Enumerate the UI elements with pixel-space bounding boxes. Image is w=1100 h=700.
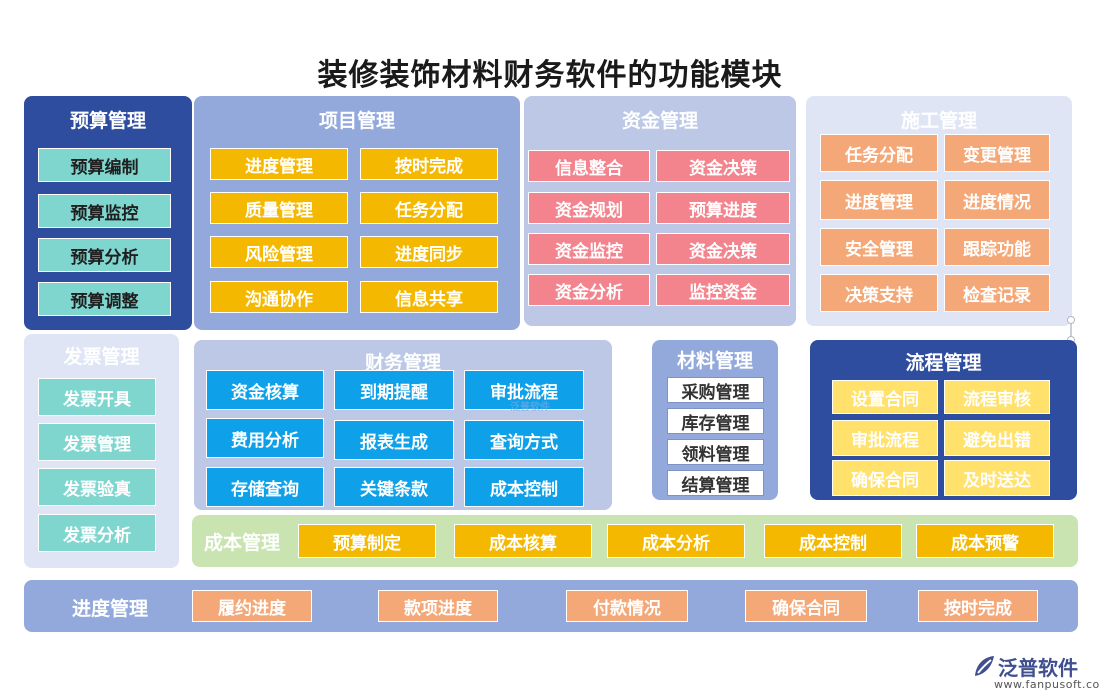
cost-item-2: 成本核算 (454, 524, 592, 558)
project-item-4: 任务分配 (360, 192, 498, 224)
finance-item-3: 审批流程 (464, 370, 584, 410)
construction-item-4: 进度情况 (944, 180, 1050, 220)
process-item-3: 审批流程 (832, 420, 938, 456)
process-item-2: 流程审核 (944, 380, 1050, 414)
finance-item-1: 资金核算 (206, 370, 324, 410)
funds-item-8: 监控资金 (656, 274, 790, 306)
logo-leaf-icon (975, 656, 994, 676)
construction-item-5: 安全管理 (820, 228, 938, 266)
construction-panel-title: 施工管理 (900, 110, 977, 132)
process-panel-title: 流程管理 (905, 352, 982, 374)
material-item-4: 结算管理 (667, 470, 764, 496)
watermark: 泛普软件 (510, 402, 550, 413)
finance-item-9: 成本控制 (464, 467, 584, 507)
progress-item-1: 履约进度 (192, 590, 312, 622)
process-item-5: 确保合同 (832, 460, 938, 496)
project-panel-title: 项目管理 (318, 110, 395, 132)
finance-item-4: 费用分析 (206, 418, 324, 458)
material-panel-title: 材料管理 (676, 350, 753, 372)
project-item-7: 沟通协作 (210, 281, 348, 313)
invoice-item-1: 发票开具 (38, 378, 156, 416)
funds-item-3: 资金规划 (528, 192, 650, 224)
invoice-item-2: 发票管理 (38, 423, 156, 461)
budget-item-2: 预算监控 (38, 194, 171, 228)
finance-item-8: 关键条款 (334, 467, 454, 507)
project-item-8: 信息共享 (360, 281, 498, 313)
cost-item-4: 成本控制 (764, 524, 902, 558)
material-item-3: 领料管理 (667, 439, 764, 465)
finance-item-6: 查询方式 (464, 420, 584, 460)
logo-name: 泛普软件 (998, 656, 1078, 680)
process-item-6: 及时送达 (944, 460, 1050, 496)
cost-item-3: 成本分析 (607, 524, 745, 558)
finance-item-7: 存储查询 (206, 467, 324, 507)
invoice-item-4: 发票分析 (38, 514, 156, 552)
process-item-1: 设置合同 (832, 380, 938, 414)
progress-item-4: 确保合同 (745, 590, 867, 622)
finance-item-2: 到期提醒 (334, 370, 454, 410)
funds-item-1: 信息整合 (528, 150, 650, 182)
cost-item-1: 预算制定 (298, 524, 436, 558)
construction-item-3: 进度管理 (820, 180, 938, 220)
invoice-panel-title: 发票管理 (63, 346, 140, 368)
page-title: 装修装饰材料财务软件的功能模块 (317, 58, 783, 93)
material-item-1: 采购管理 (667, 377, 764, 403)
project-item-6: 进度同步 (360, 236, 498, 268)
funds-item-4: 预算进度 (656, 192, 790, 224)
project-item-3: 质量管理 (210, 192, 348, 224)
construction-item-6: 跟踪功能 (944, 228, 1050, 266)
project-item-1: 进度管理 (210, 148, 348, 180)
finance-panel-title: 财务管理 (364, 352, 441, 374)
project-item-2: 按时完成 (360, 148, 498, 180)
brand-logo: 泛普软件 www.fanpusoft.com (972, 650, 1100, 694)
funds-item-5: 资金监控 (528, 233, 650, 265)
construction-item-1: 任务分配 (820, 134, 938, 172)
funds-item-2: 资金决策 (656, 150, 790, 182)
process-item-4: 避免出错 (944, 420, 1050, 456)
progress-item-5: 按时完成 (918, 590, 1038, 622)
cost-panel-title: 成本管理 (204, 532, 281, 554)
progress-item-2: 款项进度 (378, 590, 498, 622)
budget-item-4: 预算调整 (38, 282, 171, 316)
progress-item-3: 付款情况 (566, 590, 688, 622)
material-item-2: 库存管理 (667, 408, 764, 434)
invoice-item-3: 发票验真 (38, 468, 156, 506)
cost-item-5: 成本预警 (916, 524, 1054, 558)
funds-item-7: 资金分析 (528, 274, 650, 306)
progress-panel-title: 进度管理 (72, 598, 149, 620)
funds-item-6: 资金决策 (656, 233, 790, 265)
project-item-5: 风险管理 (210, 236, 348, 268)
funds-panel-title: 资金管理 (621, 110, 698, 132)
construction-item-7: 决策支持 (820, 274, 938, 312)
budget-item-3: 预算分析 (38, 238, 171, 272)
logo-url: www.fanpusoft.com (994, 678, 1100, 691)
budget-item-1: 预算编制 (38, 148, 171, 182)
finance-item-5: 报表生成 (334, 420, 454, 460)
construction-item-8: 检查记录 (944, 274, 1050, 312)
budget-panel-title: 预算管理 (69, 110, 146, 132)
construction-item-2: 变更管理 (944, 134, 1050, 172)
